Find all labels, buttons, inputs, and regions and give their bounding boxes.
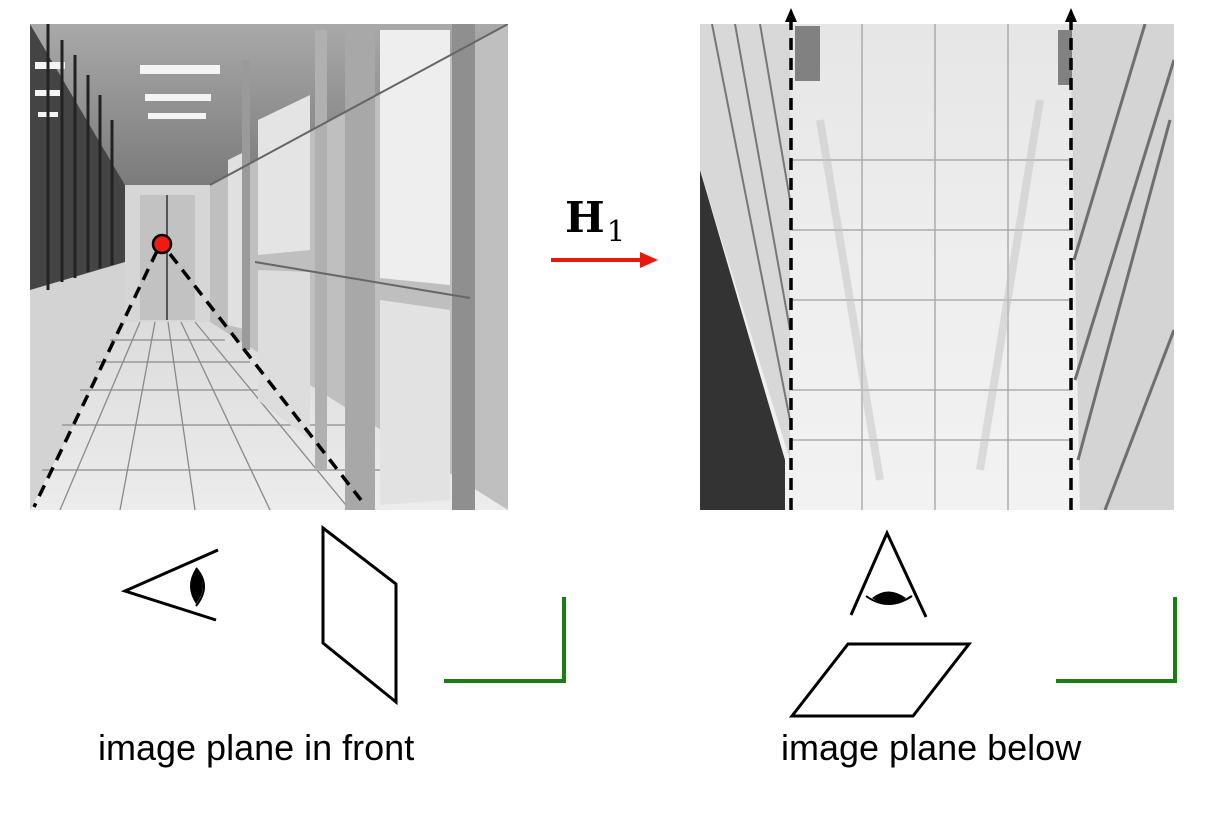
homography-subscript: 1: [606, 214, 626, 248]
eye-looking-down-icon: [849, 529, 928, 618]
vanishing-point: [151, 233, 173, 255]
homography-label: H1: [565, 197, 625, 246]
eye-icon: [120, 548, 219, 622]
caption-image-plane-front: image plane in front: [98, 727, 415, 768]
homography-symbol: H: [565, 193, 605, 242]
axes-corner-left: [444, 597, 566, 683]
horizontal-image-plane: [788, 642, 973, 718]
axes-corner-right: [1056, 597, 1177, 683]
corridor-photo-front: [30, 24, 508, 510]
perspective-guide-lines: [32, 250, 363, 508]
transform-arrow: [551, 252, 658, 268]
rectified-photo-below: [700, 24, 1174, 510]
parallel-guide-lines: [785, 8, 1077, 510]
vertical-image-plane: [321, 524, 398, 706]
caption-image-plane-below: image plane below: [781, 727, 1082, 768]
